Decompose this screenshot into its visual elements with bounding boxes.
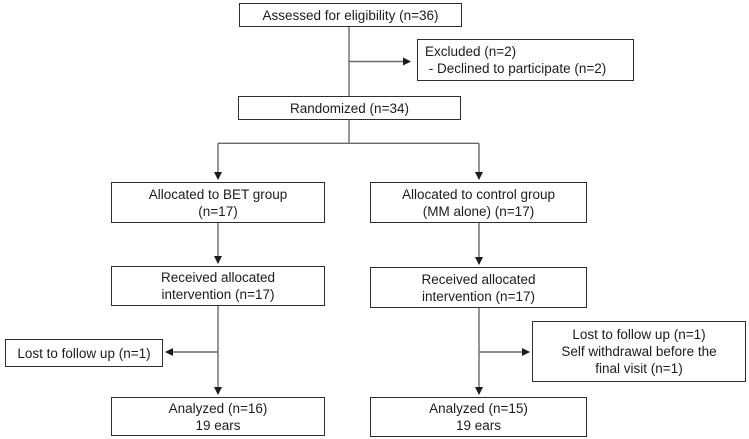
box-text-line: Excluded (n=2) xyxy=(425,44,517,59)
box-text-line: Assessed for eligibility (n=36) xyxy=(262,7,439,23)
box-text-line: Received allocated xyxy=(160,270,276,285)
box-text-line: Allocated to BET group xyxy=(148,186,288,202)
box-text-line: Analyzed (n=15) xyxy=(429,401,528,416)
box-text-line: (n=17) xyxy=(198,203,238,219)
box-text-line: Lost to follow up (n=1) xyxy=(17,345,151,361)
box-excluded: Excluded (n=2) - Declined to participate… xyxy=(417,39,634,81)
box-text-line: Lost to follow up (n=1) xyxy=(572,327,706,342)
box-allocated-bet-group: Allocated to BET group (n=17) xyxy=(111,182,325,223)
box-text-line: 19 ears xyxy=(455,418,502,433)
box-text-line: (MM alone) (n=17) xyxy=(422,203,535,219)
box-received-intervention-bet: Received allocated intervention (n=17) xyxy=(111,266,325,306)
box-text-line: 19 ears xyxy=(195,417,241,433)
box-text-line: intervention (n=17) xyxy=(422,288,535,304)
edge-randomized-split xyxy=(218,119,479,144)
box-text-line: Randomized (n=34) xyxy=(290,100,409,116)
box-text-line: final visit (n=1) xyxy=(595,361,683,376)
box-received-intervention-control: Received allocated intervention (n=17) xyxy=(370,267,587,308)
box-analyzed-bet: Analyzed (n=16) 19 ears xyxy=(111,397,325,436)
box-text-line: Self withdrawal before the xyxy=(561,344,717,359)
box-assessed-eligibility: Assessed for eligibility (n=36) xyxy=(239,3,462,27)
box-lost-follow-up-bet: Lost to follow up (n=1) xyxy=(5,339,163,367)
box-randomized: Randomized (n=34) xyxy=(238,96,461,120)
box-analyzed-control: Analyzed (n=15) 19 ears xyxy=(370,397,587,437)
box-text-line: - Declined to participate (n=2) xyxy=(425,61,607,76)
box-text-line: Received allocated xyxy=(421,271,536,287)
box-allocated-control-group: Allocated to control group (MM alone) (n… xyxy=(370,182,587,223)
box-text-line: intervention (n=17) xyxy=(161,287,275,302)
box-text-line: Analyzed (n=16) xyxy=(168,400,268,416)
box-text-line: Allocated to control group xyxy=(401,186,556,202)
box-lost-follow-up-control: Lost to follow up (n=1) Self withdrawal … xyxy=(532,321,746,382)
